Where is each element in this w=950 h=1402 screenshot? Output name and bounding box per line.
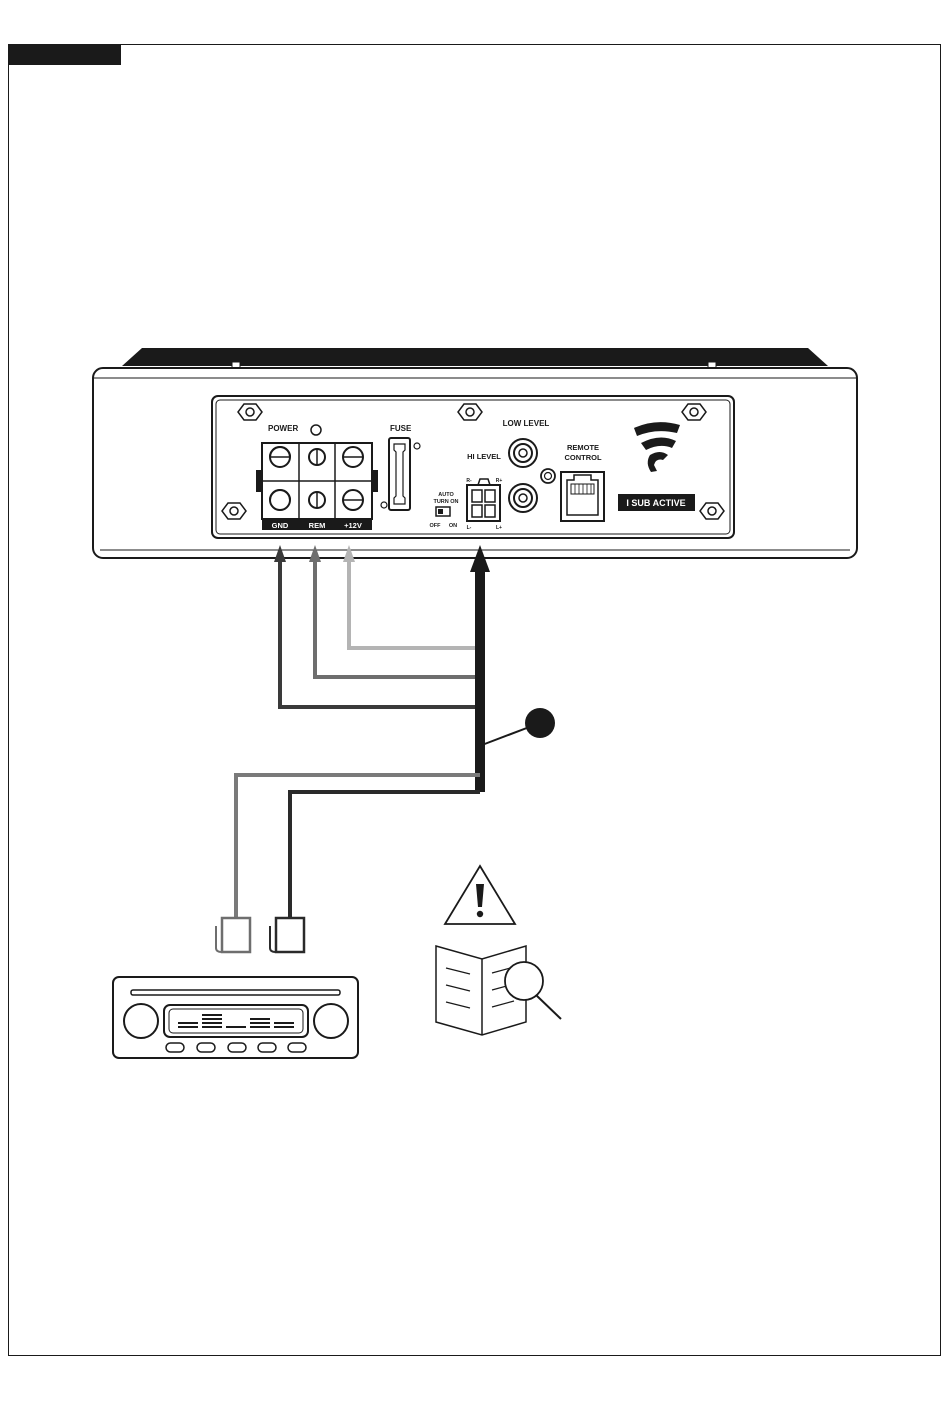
rca-input-left xyxy=(509,484,537,512)
rca-plug-left xyxy=(216,918,250,952)
remote-label-line2: CONTROL xyxy=(564,453,601,462)
remote-label-line1: REMOTE xyxy=(567,443,599,452)
gnd-wire xyxy=(280,560,480,707)
power-label: POWER xyxy=(268,424,298,433)
preset-button xyxy=(166,1043,184,1052)
cd-slot xyxy=(131,990,340,995)
warning-triangle-icon xyxy=(445,866,515,924)
turn-on-label: TURN ON xyxy=(433,499,458,505)
plus12v-label: +12V xyxy=(344,521,362,530)
low-level-label: LOW LEVEL xyxy=(503,419,550,428)
ground-post xyxy=(541,469,555,483)
auto-label: AUTO xyxy=(438,492,454,498)
plus12v-wire xyxy=(349,560,480,648)
panel-screw xyxy=(700,503,724,519)
panel-screw xyxy=(238,404,262,420)
hi-level-connector xyxy=(467,479,500,521)
head-unit-wire-left xyxy=(236,775,480,918)
rem-label: REM xyxy=(309,521,326,530)
rem-wire xyxy=(315,560,480,677)
rca-input-right xyxy=(509,439,537,467)
l-minus-label: L- xyxy=(467,525,472,531)
r-plus-label: R+ xyxy=(496,478,503,484)
fuse-label: FUSE xyxy=(390,424,412,433)
model-badge-text: I SUB ACTIVE xyxy=(626,498,685,508)
l-plus-label: L+ xyxy=(496,525,502,531)
amplifier: POWER GND xyxy=(93,348,857,558)
manual-magnifier-icon xyxy=(436,946,561,1035)
heatsink-top xyxy=(122,348,828,366)
remote-control-port xyxy=(561,472,604,521)
switch-off-label: OFF xyxy=(430,523,442,529)
callout-marker xyxy=(525,708,555,738)
preset-button xyxy=(228,1043,246,1052)
head-unit-wire-right xyxy=(290,792,480,918)
rca-plug-right xyxy=(270,918,304,952)
switch-on-label: ON xyxy=(449,523,457,529)
volume-knob xyxy=(124,1004,158,1038)
callout-leader xyxy=(482,726,532,745)
power-terminal-block xyxy=(256,443,378,519)
preset-button xyxy=(288,1043,306,1052)
panel-screw xyxy=(682,404,706,420)
preset-button xyxy=(258,1043,276,1052)
panel-screw xyxy=(222,503,246,519)
tune-knob xyxy=(314,1004,348,1038)
display-panel xyxy=(164,1005,308,1037)
wiring xyxy=(236,545,555,918)
panel-screw xyxy=(458,404,482,420)
hi-level-label: HI LEVEL xyxy=(467,452,501,461)
power-led xyxy=(311,425,321,435)
gnd-label: GND xyxy=(272,521,289,530)
auto-turn-on-switch xyxy=(436,507,450,516)
preset-button xyxy=(197,1043,215,1052)
r-minus-label: R- xyxy=(466,478,472,484)
head-unit xyxy=(113,977,358,1058)
